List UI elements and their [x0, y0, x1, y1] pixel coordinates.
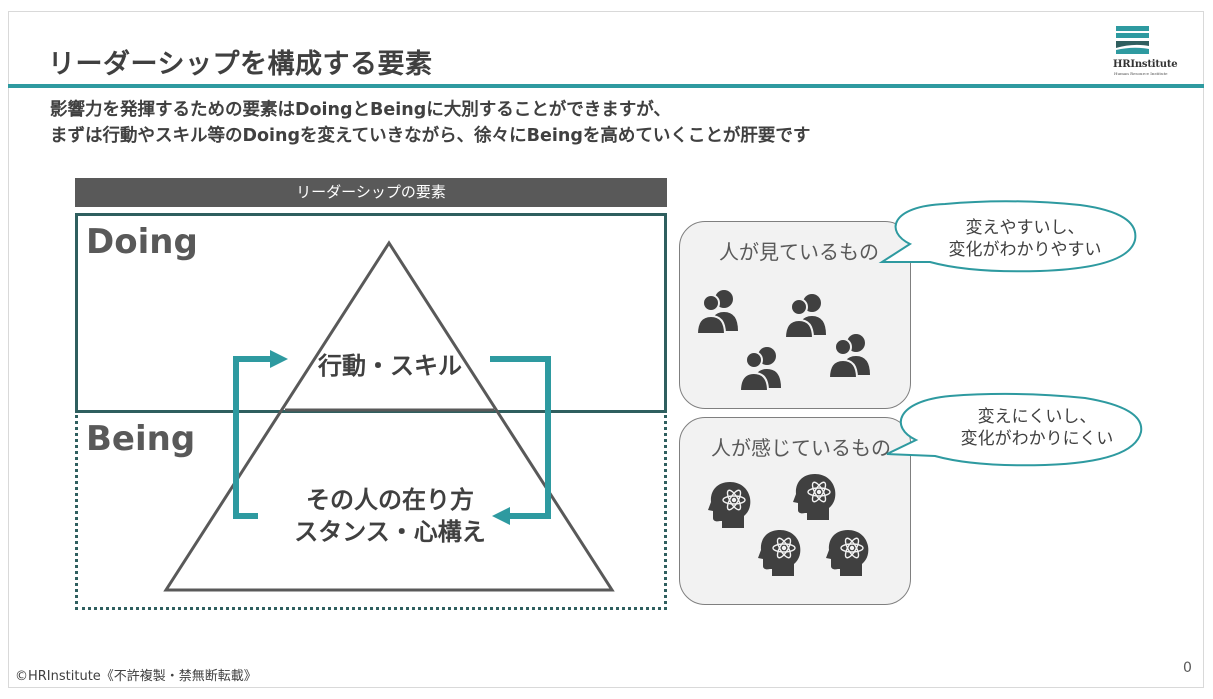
slide-frame — [8, 11, 1204, 688]
callout-text-2: 変えにくいし、 変化がわかりにくい — [942, 406, 1132, 450]
people-group-icon — [696, 289, 739, 335]
felt-panel-title: 人が感じているもの — [711, 436, 891, 460]
callout-bubble-2 — [886, 392, 1143, 467]
slide-subtitle: 影響力を発揮するための要素はDoingとBeingに大別することができますが、 … — [50, 97, 810, 149]
logo-subtext: Human Resource Institute — [1114, 71, 1168, 76]
title-rule — [8, 84, 1204, 88]
people-group-icon — [784, 293, 827, 339]
cycle-arrow-left — [233, 356, 272, 519]
head-atom-icon — [825, 529, 870, 577]
pyramid-triangle — [163, 240, 615, 592]
people-group-icon — [828, 333, 871, 379]
cycle-arrowhead-right — [492, 507, 510, 525]
pyramid-bottom-line-2: スタンス・心構え — [294, 518, 486, 546]
subtitle-line-2: まずは行動やスキル等のDoingを変えていきながら、徐々にBeingを高めていく… — [50, 126, 811, 146]
subtitle-line-1: 影響力を発揮するための要素はDoingとBeingに大別することができますが、 — [50, 100, 671, 120]
callout-2-line-2: 変化がわかりにくい — [960, 429, 1114, 449]
being-label: Being — [86, 419, 196, 459]
people-group-icon — [739, 346, 782, 392]
pyramid-bottom-text: その人の在り方 スタンス・心構え — [290, 484, 490, 548]
pyramid-bottom-line-1: その人の在り方 — [306, 486, 474, 514]
head-atom-icon — [792, 473, 837, 521]
visible-panel-title: 人が見ているもの — [719, 240, 879, 264]
section-header-bar: リーダーシップの要素 — [75, 178, 667, 207]
logo-text: HRInstitute — [1113, 59, 1178, 70]
callout-text-1: 変えやすいし、 変化がわかりやすい — [930, 217, 1120, 261]
doing-label: Doing — [86, 222, 198, 262]
cycle-arrow-right — [490, 356, 551, 519]
callout-1-line-1: 変えやすいし、 — [965, 218, 1085, 238]
callout-1-line-2: 変化がわかりやすい — [948, 240, 1102, 260]
being-layer-box — [75, 410, 667, 610]
slide-title: リーダーシップを構成する要素 — [48, 49, 433, 80]
hrinstitute-logo-icon — [1116, 26, 1149, 54]
pyramid-top-text: 行動・スキル — [318, 352, 462, 380]
copyright-footer: ©HRInstitute《不許複製・禁無断転載》 — [15, 669, 257, 684]
page-number: 0 — [1183, 660, 1192, 676]
callout-2-line-1: 変えにくいし、 — [977, 407, 1097, 427]
head-atom-icon — [757, 529, 802, 577]
cycle-arrowhead-left — [270, 350, 288, 368]
callout-bubble-1 — [878, 200, 1137, 273]
head-atom-icon — [707, 481, 752, 529]
